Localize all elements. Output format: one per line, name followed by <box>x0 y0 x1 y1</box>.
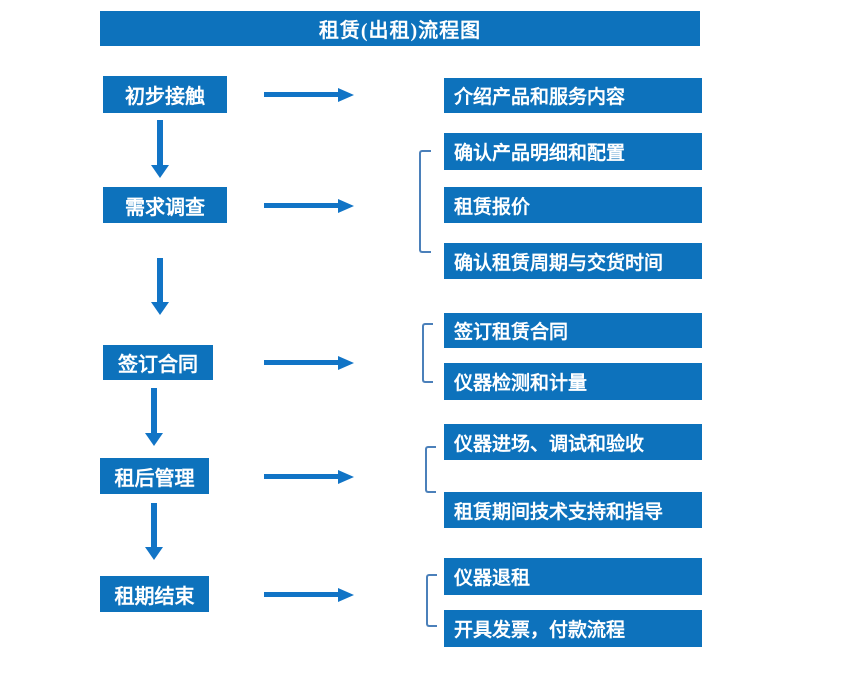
step-sign-contract: 签订合同 <box>103 345 213 380</box>
detail-instrument-testing: 仪器检测和计量 <box>444 363 702 400</box>
arrow-down-icon <box>145 503 163 560</box>
step-post-rental-mgmt: 租后管理 <box>100 458 209 494</box>
group-bracket-icon <box>425 446 436 493</box>
arrow-down-icon <box>151 258 169 315</box>
arrow-right-icon <box>264 469 354 484</box>
arrow-down-icon <box>145 388 163 446</box>
arrow-right-icon <box>264 198 354 213</box>
group-bracket-icon <box>422 323 433 383</box>
detail-invoice-payment: 开具发票，付款流程 <box>444 610 702 647</box>
detail-sign-rental-contract: 签订租赁合同 <box>444 313 702 348</box>
group-bracket-icon <box>419 150 431 253</box>
detail-confirm-period-delivery: 确认租赁周期与交货时间 <box>444 243 702 279</box>
step-demand-survey: 需求调查 <box>103 187 227 223</box>
arrow-right-icon <box>264 355 354 370</box>
detail-tech-support: 租赁期间技术支持和指导 <box>444 492 702 528</box>
step-rental-end: 租期结束 <box>100 576 209 612</box>
step-initial-contact: 初步接触 <box>103 76 227 113</box>
detail-confirm-product-config: 确认产品明细和配置 <box>444 133 702 170</box>
arrow-down-icon <box>151 120 169 178</box>
detail-instrument-acceptance: 仪器进场、调试和验收 <box>444 424 702 460</box>
detail-instrument-return: 仪器退租 <box>444 558 702 595</box>
arrow-right-icon <box>264 587 354 602</box>
group-bracket-icon <box>426 574 437 627</box>
detail-rental-quotation: 租赁报价 <box>444 187 702 223</box>
flowchart-title: 租赁(出租)流程图 <box>100 11 700 46</box>
arrow-right-icon <box>264 87 354 102</box>
detail-introduce-products: 介绍产品和服务内容 <box>444 78 702 113</box>
